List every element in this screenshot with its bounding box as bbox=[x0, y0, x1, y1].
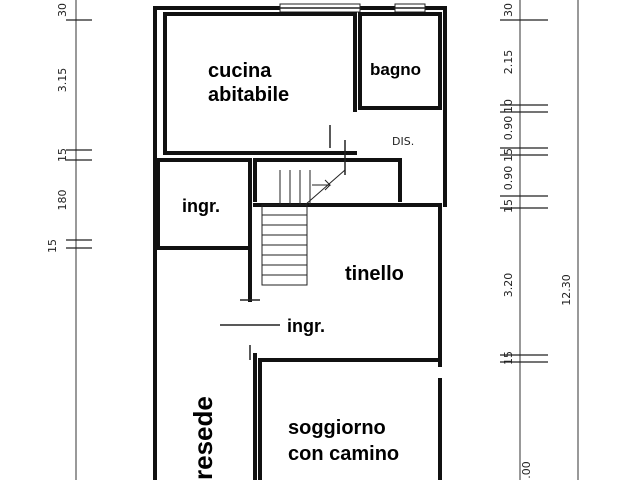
room-label-con-camino: con camino bbox=[288, 443, 399, 465]
dim-right-10: 10 bbox=[502, 99, 515, 113]
dim-right-15c: 15 bbox=[502, 351, 515, 365]
room-label-abitabile: abitabile bbox=[208, 84, 289, 106]
dim-right-15b: 15 bbox=[502, 199, 515, 213]
room-label-bagno: bagno bbox=[370, 60, 421, 79]
dim-left-30: 30 bbox=[56, 3, 69, 17]
staircase bbox=[261, 169, 346, 286]
dim-right-00: .00 bbox=[520, 461, 533, 479]
dim-total-1230: 12.30 bbox=[560, 274, 573, 306]
dim-right-215: 2.15 bbox=[502, 50, 515, 75]
dim-right-090a: 0.90 bbox=[502, 116, 515, 141]
left-dimension-line bbox=[66, 0, 92, 480]
room-label-ingr-upper: ingr. bbox=[182, 196, 220, 216]
dim-right-30: 30 bbox=[502, 3, 515, 17]
left-dimension-labels: 30 3.15 15 180 15 bbox=[46, 3, 69, 253]
top-windows bbox=[279, 3, 426, 13]
room-label-resede: resede bbox=[188, 396, 218, 480]
dim-left-180: 180 bbox=[56, 190, 69, 211]
dim-right-15a: 15 bbox=[502, 148, 515, 162]
right-dimension-labels: 30 2.15 10 0.90 15 0.90 15 3.20 15 .00 1… bbox=[502, 3, 573, 479]
room-label-soggiorno: soggiorno bbox=[288, 417, 386, 439]
dim-left-315: 3.15 bbox=[56, 68, 69, 93]
right-dimension-line bbox=[500, 0, 579, 480]
room-labels: cucina abitabile bagno DIS. ingr. tinell… bbox=[182, 60, 421, 480]
dim-right-090b: 0.90 bbox=[502, 166, 515, 191]
dim-right-320: 3.20 bbox=[502, 273, 515, 298]
dim-left-15b: 15 bbox=[46, 239, 59, 253]
room-label-dis: DIS. bbox=[392, 135, 414, 148]
room-label-tinello: tinello bbox=[345, 263, 404, 285]
room-label-cucina: cucina bbox=[208, 60, 272, 82]
dim-left-15a: 15 bbox=[56, 148, 69, 162]
room-label-ingr-lower: ingr. bbox=[287, 316, 325, 336]
